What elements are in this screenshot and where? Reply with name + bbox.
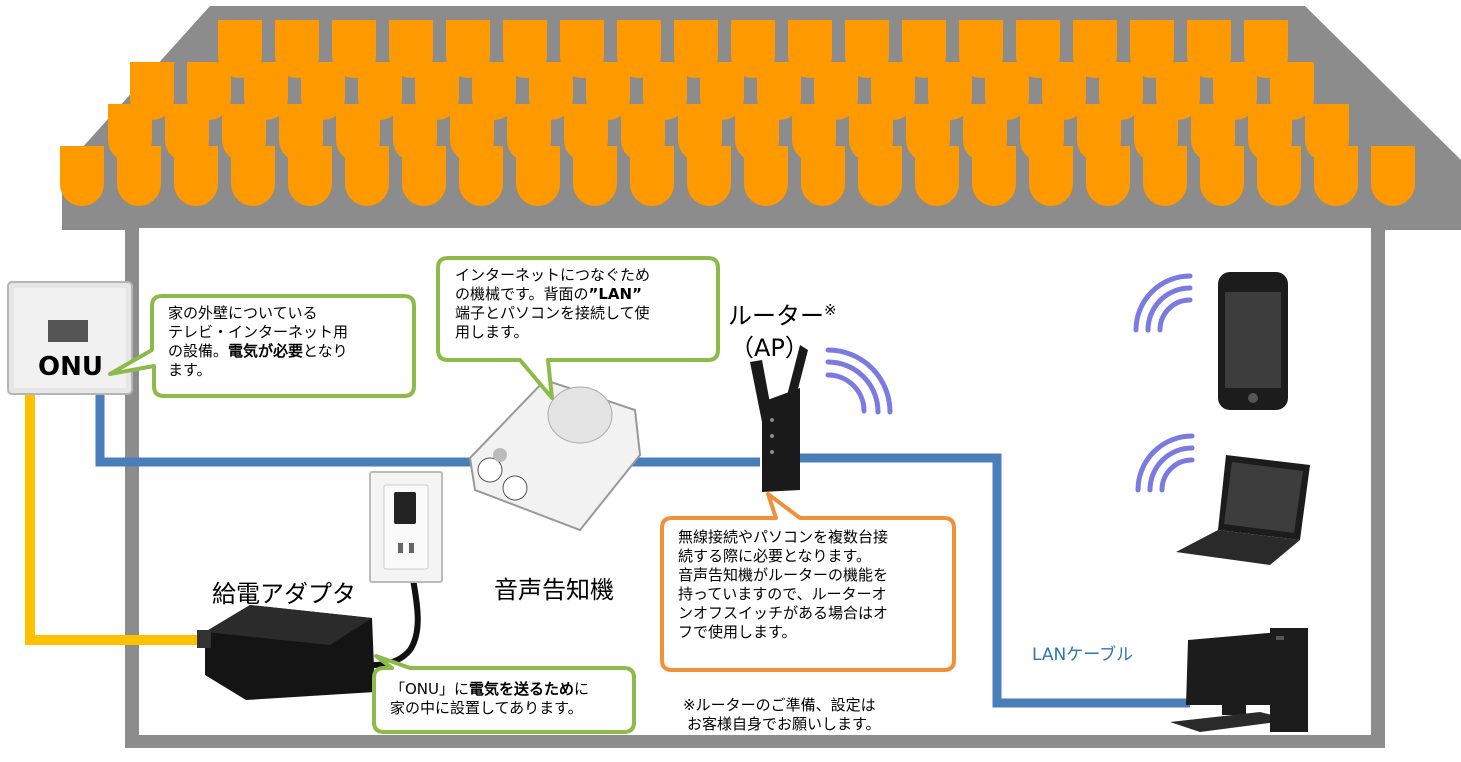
adapter-note-line: 家の中に設置してあります。 [390,699,583,717]
onu-note-line: の設備。電気が必要となり [168,342,348,360]
roof-tile [1029,146,1073,206]
roof-tile [915,146,959,206]
onu-device-label: ONU [38,352,103,382]
roof-tile [687,146,731,206]
roof-tile [1086,146,1130,206]
roof-tile [1200,146,1244,206]
onu-note-text: 家の外壁についている テレビ・インターネット用 の設備。電気が必要となり ます。 [168,304,348,380]
roof-tile [174,146,218,206]
onu-device [7,281,133,395]
power-cable [25,380,222,645]
footnote-line: お客様自身でお願いします。 [687,715,881,733]
roof-tile [573,146,617,206]
roof-tile [231,146,275,206]
router-footnote: ※ルーターのご準備、設定は お客様自身でお願いします。 [683,696,881,734]
laptop-icon [1176,455,1310,565]
lan-cable-label: LANケーブル [1032,645,1134,665]
footnote-line: ※ルーターのご準備、設定は [683,696,876,714]
roof-tile [1257,146,1301,206]
roof-tiles [60,20,1415,206]
roof-tile [117,146,161,206]
adapter-note-text: 「ONU」に電気を送るために 家の中に設置してあります。 [390,680,589,718]
announcer-note-line: インターネットにつなぐため [455,266,651,284]
router-note-bubble [660,492,956,672]
announcer-label: 音声告知機 [494,576,614,604]
roof-tile [516,146,560,206]
onu-note-bubble [108,294,416,398]
wall-outlet [369,471,443,583]
router-note-line: ンオフスイッチがある場合はオ [678,604,889,622]
roof-tile [345,146,389,206]
announcer-device [468,378,642,532]
announcer-note-line: 端子とパソコンを接続して使 [455,304,650,322]
announcer-note-bubble [436,256,720,400]
onu-note-line: テレビ・インターネット用 [168,323,349,341]
wifi-icon [825,273,1195,493]
router-note-line: フで使用します。 [678,623,797,641]
roof-tile [288,146,332,206]
announcer-note-line: の機械です。背面の”LAN” [455,285,642,303]
router-note-line: 音声告知機がルーターの機能を [678,566,889,584]
adapter-label: 給電アダプタ [212,580,356,608]
announcer-note-line: 用します。 [455,323,529,341]
onu-note-line: ます。 [168,361,212,379]
onu-note-line: 家の外壁についている [168,304,318,322]
router-note-line: 続する際に必要となります。 [678,547,872,565]
desktop-pc-icon [1170,628,1308,732]
router-note-text: 無線接続やパソコンを複数台接 続する際に必要となります。 音声告知機がルーターの… [678,528,888,642]
roof-tile [972,146,1016,206]
adapter-note-line: 「ONU」に電気を送るために [390,680,590,698]
announcer-note-text: インターネットにつなぐため の機械です。背面の”LAN” 端子とパソコンを接続し… [455,266,650,342]
adapter-note-bubble [372,654,636,734]
lan-cable-to-pc [785,453,1190,708]
router-note-line: 持っていますので、ルーターオ [678,585,887,603]
roof-tile [858,146,902,206]
roof-tile [630,146,674,206]
smartphone-icon [1218,272,1288,410]
router-note-line: 無線接続やパソコンを複数台接 [678,528,889,546]
roof-tile [1143,146,1187,206]
roof-tile [1371,146,1415,206]
roof-tile [459,146,503,206]
roof-tile [744,146,788,206]
router-label: ルーター※ [728,301,837,330]
power-adapter [197,605,375,700]
router-ap-label: （AP） [730,334,809,362]
router-device [750,345,808,492]
roof-tile [402,146,446,206]
roof-tile [60,146,104,206]
roof-tile [801,146,845,206]
roof-tile [1314,146,1358,206]
